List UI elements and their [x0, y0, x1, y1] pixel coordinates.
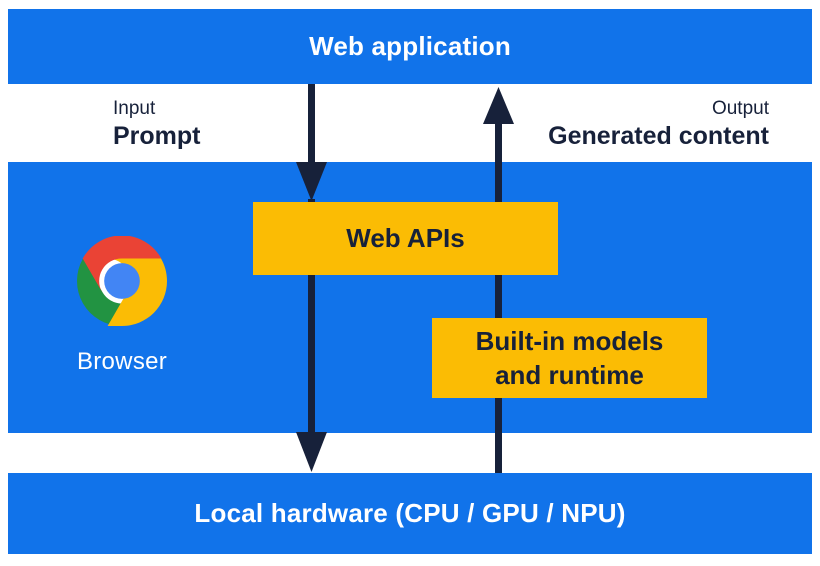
input-value: Prompt — [113, 122, 201, 150]
prompt-flow-down-arrow — [296, 84, 327, 472]
web-application-bar: Web application — [8, 9, 812, 84]
output-title: Output — [711, 98, 769, 119]
builtin-models-box: Built-in models and runtime — [432, 318, 707, 398]
browser-logo-group: Browser — [47, 236, 197, 376]
chrome-logo-icon — [77, 236, 167, 326]
local-hardware-bar: Local hardware (CPU / GPU / NPU) — [8, 473, 812, 554]
builtin-models-label-line1: Built-in models — [475, 326, 664, 356]
browser-label: Browser — [76, 348, 168, 375]
input-label-group: Input Prompt — [113, 95, 201, 151]
builtin-models-label-line2: and runtime — [495, 360, 644, 390]
local-hardware-label: Local hardware (CPU / GPU / NPU) — [194, 498, 626, 528]
generated-content-flow-up-arrow — [483, 87, 514, 473]
web-application-label: Web application — [309, 31, 511, 61]
input-title: Input — [113, 98, 156, 119]
output-label-group: Output Generated content — [548, 95, 769, 151]
web-apis-box: Web APIs — [253, 202, 558, 275]
web-apis-label: Web APIs — [346, 223, 465, 253]
output-value: Generated content — [548, 122, 769, 150]
